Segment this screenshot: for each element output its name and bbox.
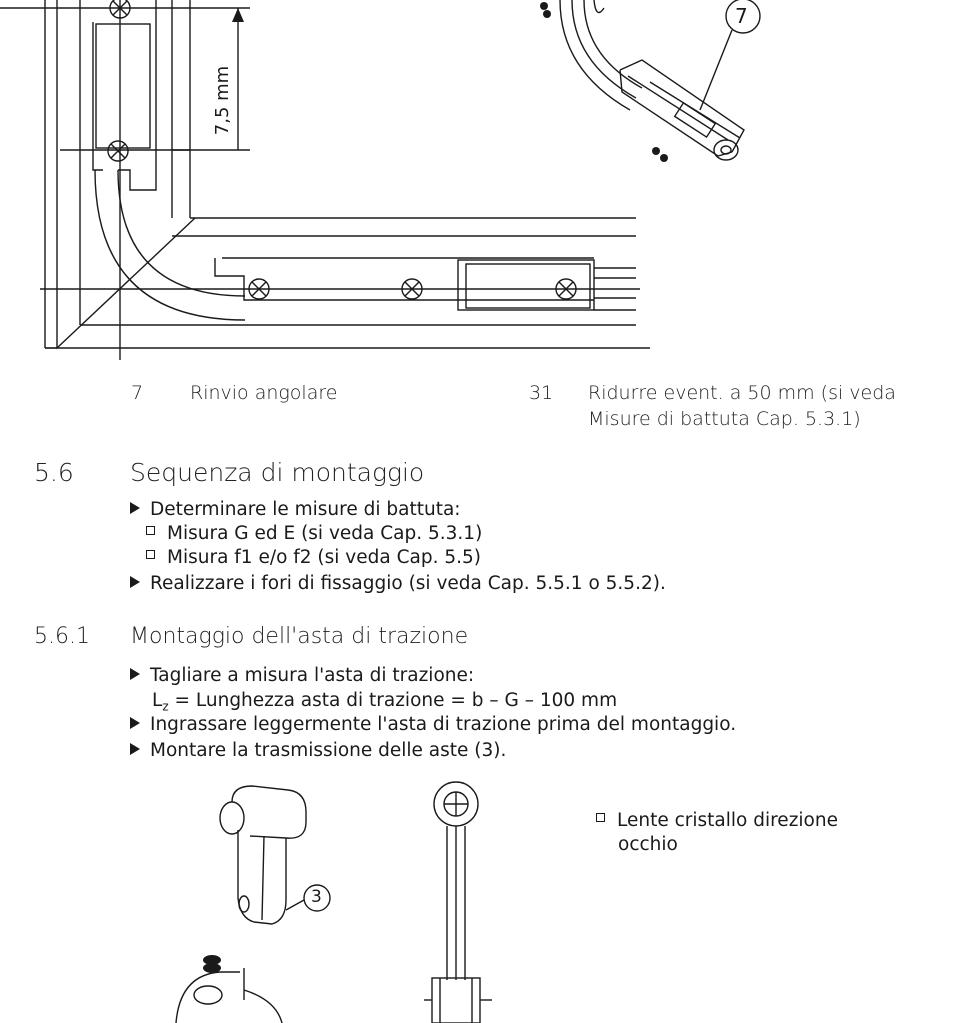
triangle-bullet-icon — [130, 743, 140, 755]
triangle-bullet-icon — [130, 668, 140, 680]
triangle-bullet-icon — [130, 717, 140, 729]
triangle-bullet-icon — [130, 576, 140, 588]
legend-text-31-line2: Misure di battuta Cap. 5.3.1) — [588, 408, 861, 430]
square-bullet-icon — [146, 526, 155, 535]
legend-text-31-line1: Ridurre event. a 50 mm (si veda — [588, 382, 896, 404]
triangle-bullet-icon — [130, 502, 140, 514]
section-title-5-6: Sequenza di montaggio — [130, 458, 425, 487]
section-number-5-6-1: 5.6.1 — [34, 624, 90, 649]
step-cut-rod: Tagliare a misura l'asta di trazione: — [130, 665, 474, 686]
substep-measure-f1-f2: Misura f1 e/o f2 (si veda Cap. 5.5) — [146, 547, 481, 568]
rod-length-formula: Lz = Lunghezza asta di trazione = b – G … — [152, 690, 618, 714]
legend-text-7: Rinvio angolare — [190, 382, 338, 404]
note-crystal-lens-line2: occhio — [618, 834, 678, 855]
note-crystal-lens: Lente cristallo direzione — [596, 810, 838, 831]
step-grease-rod: Ingrassare leggermente l'asta di trazion… — [130, 714, 736, 735]
callout-number-7: 7 — [735, 4, 748, 28]
section-number-5-6: 5.6 — [34, 458, 74, 487]
section-title-5-6-1: Montaggio dell'asta di trazione — [130, 624, 469, 649]
callout-number-3: 3 — [311, 887, 322, 907]
step-drill-holes: Realizzare i fori di fissaggio (si veda … — [130, 573, 666, 594]
square-bullet-icon — [596, 813, 605, 822]
step-determine-measures: Determinare le misure di battuta: — [130, 499, 461, 520]
substep-measure-g-e: Misura G ed E (si veda Cap. 5.3.1) — [146, 523, 482, 544]
step-mount-transmission: Montare la trasmissione delle aste (3). — [130, 740, 506, 761]
legend-number-31: 31 — [529, 382, 554, 404]
legend-number-7: 7 — [131, 382, 144, 404]
square-bullet-icon — [146, 550, 155, 559]
